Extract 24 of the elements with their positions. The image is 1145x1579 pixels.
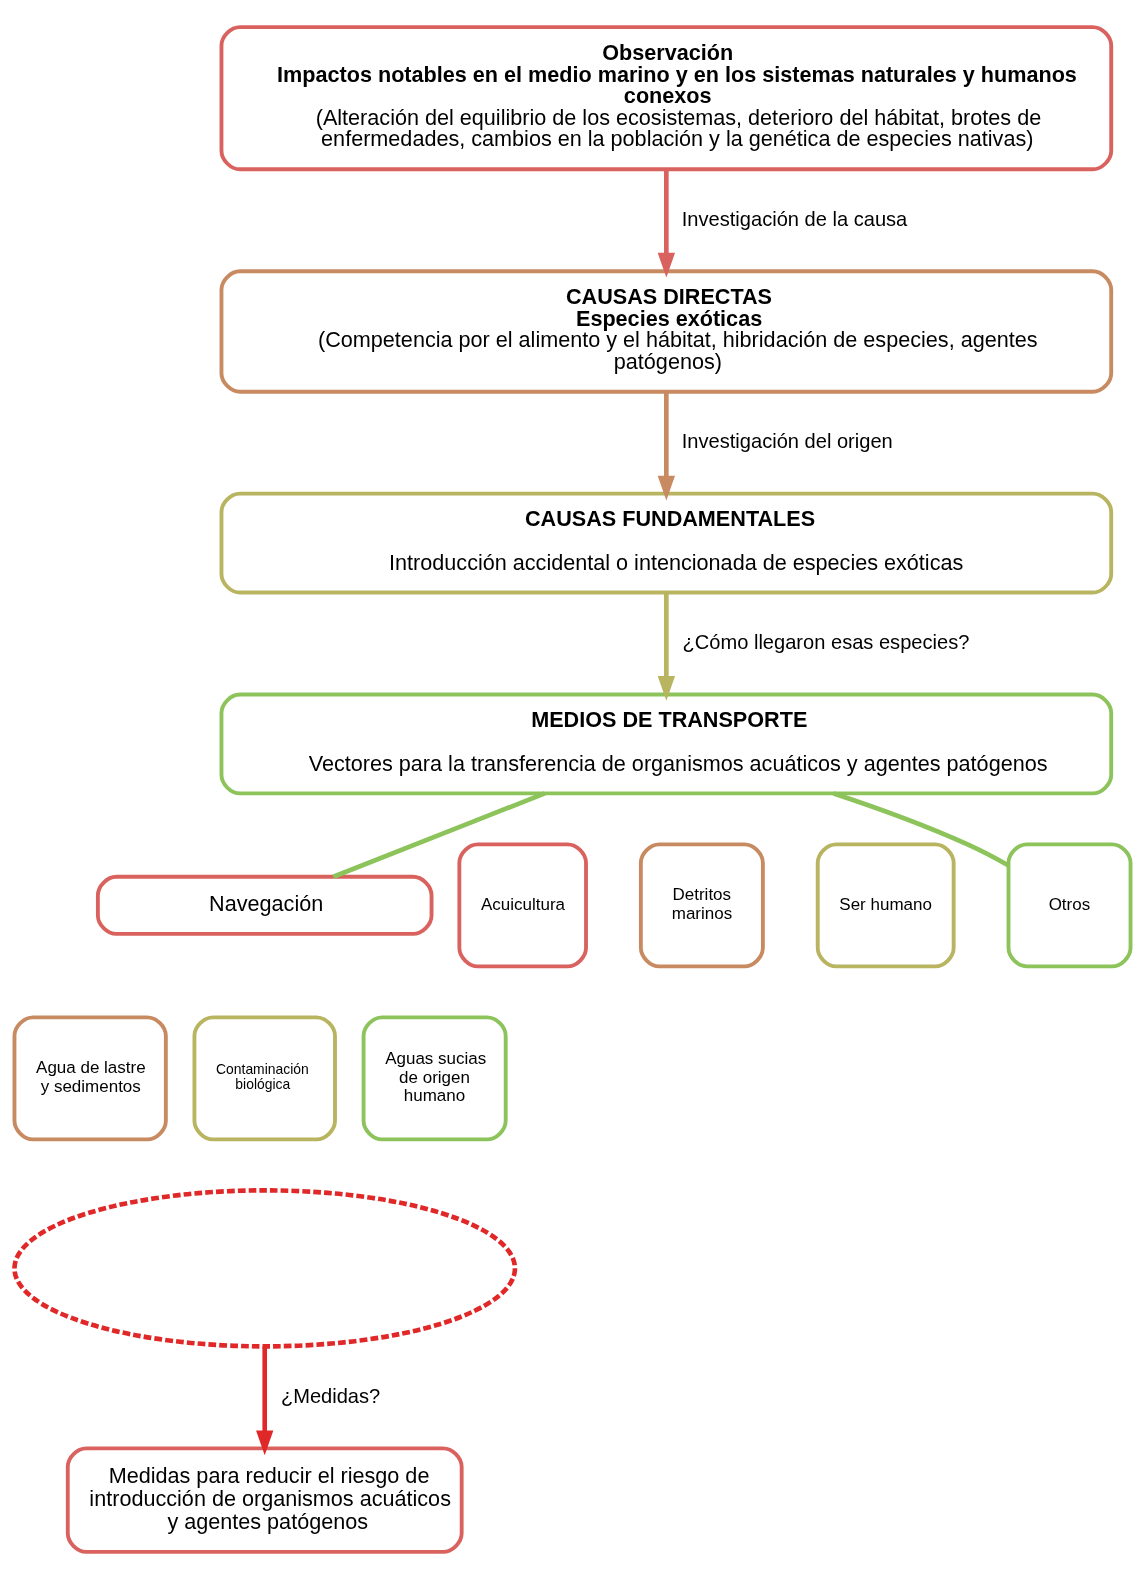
- node-box: Ser humano: [815, 842, 956, 969]
- node-box: Aguas sucias de origen humano: [361, 1015, 508, 1142]
- edge-label: Investigación de la causa: [681, 207, 908, 230]
- arrow: [657, 169, 675, 278]
- node-box: Observación Impactos notables en el medio marino y en los sistemas naturales y humanos conexos (Alteración del equilibrio de los ecosistemas, deterioro del hábitat, brotes de enfermedades, cambios en la población y la genética de especies nativas): [219, 25, 1114, 172]
- connector: [832, 791, 1010, 868]
- node-box: Acuicultura: [457, 842, 588, 969]
- node-box: Navegación: [95, 874, 434, 936]
- node-box: CAUSAS FUNDAMENTALES Introducción accidental o intencionada de especies exóticas: [219, 491, 1114, 595]
- arrow: [657, 593, 675, 701]
- arrow: [657, 392, 675, 501]
- node-box: Contaminación biológica: [192, 1015, 337, 1142]
- edge-label: ¿Medidas?: [280, 1384, 381, 1407]
- node-box: Agua de lastre y sedimentos: [12, 1015, 168, 1142]
- arrow: [256, 1346, 274, 1456]
- connector: [332, 791, 546, 879]
- edge-label: Investigación del origen: [681, 429, 893, 452]
- node-box: Medidas para reducir el riesgo de introducción de organismos acuáticos y agentes patógenos: [65, 1446, 464, 1554]
- node-box: MEDIOS DE TRANSPORTE Vectores para la transferencia de organismos acuáticos y agentes patógenos: [219, 692, 1114, 796]
- node-box: CAUSAS DIRECTAS Especies exóticas (Competencia por el alimento y el hábitat, hibridación de especies, agentes patógenos): [219, 269, 1114, 394]
- node-box: Otros: [1006, 842, 1133, 969]
- node-ellipse: [12, 1188, 518, 1349]
- node-box: Detritos marinos: [638, 842, 765, 969]
- edge-label: ¿Cómo llegaron esas especies?: [682, 630, 970, 653]
